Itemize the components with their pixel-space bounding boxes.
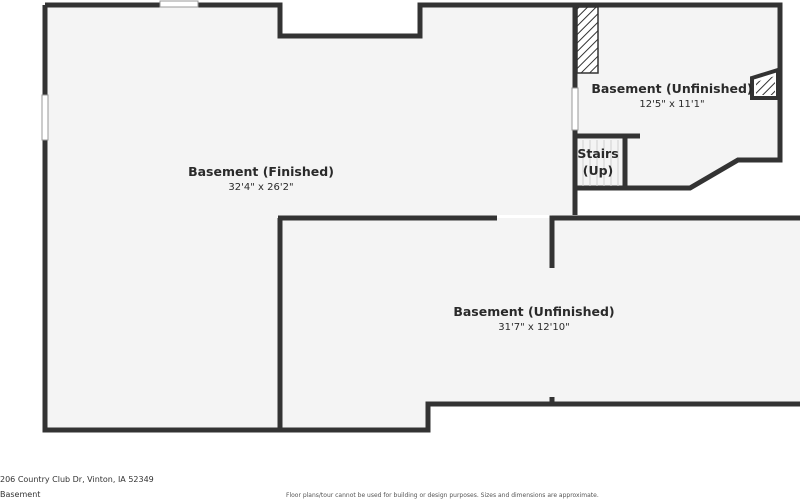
room-label-finished: Basement (Finished) <box>188 164 334 179</box>
chimney <box>576 6 599 74</box>
room-dims-finished: 32'4" x 26'2" <box>228 182 293 193</box>
room-label-unfinished-large: Basement (Unfinished) <box>453 304 614 319</box>
stair-treads <box>582 140 619 186</box>
walls <box>42 2 800 433</box>
room-dims-unfinished-large: 31'7" x 12'10" <box>498 322 570 333</box>
room-dims-unfinished-small: 12'5" x 11'1" <box>639 99 704 110</box>
fireplace-hatch <box>756 76 775 95</box>
floor-level-label: Basement <box>0 490 41 499</box>
stairs-direction: (Up) <box>583 163 614 178</box>
disclaimer-text: Floor plans/tour cannot be used for buil… <box>286 492 599 499</box>
windows <box>41 0 579 141</box>
door-opening <box>571 87 579 131</box>
room-label-unfinished-small: Basement (Unfinished) <box>591 81 752 96</box>
window-top <box>159 0 199 8</box>
stairs-label: Stairs <box>577 146 618 161</box>
window-left <box>41 94 49 141</box>
property-address: 206 Country Club Dr, Vinton, IA 52349 <box>0 475 154 484</box>
